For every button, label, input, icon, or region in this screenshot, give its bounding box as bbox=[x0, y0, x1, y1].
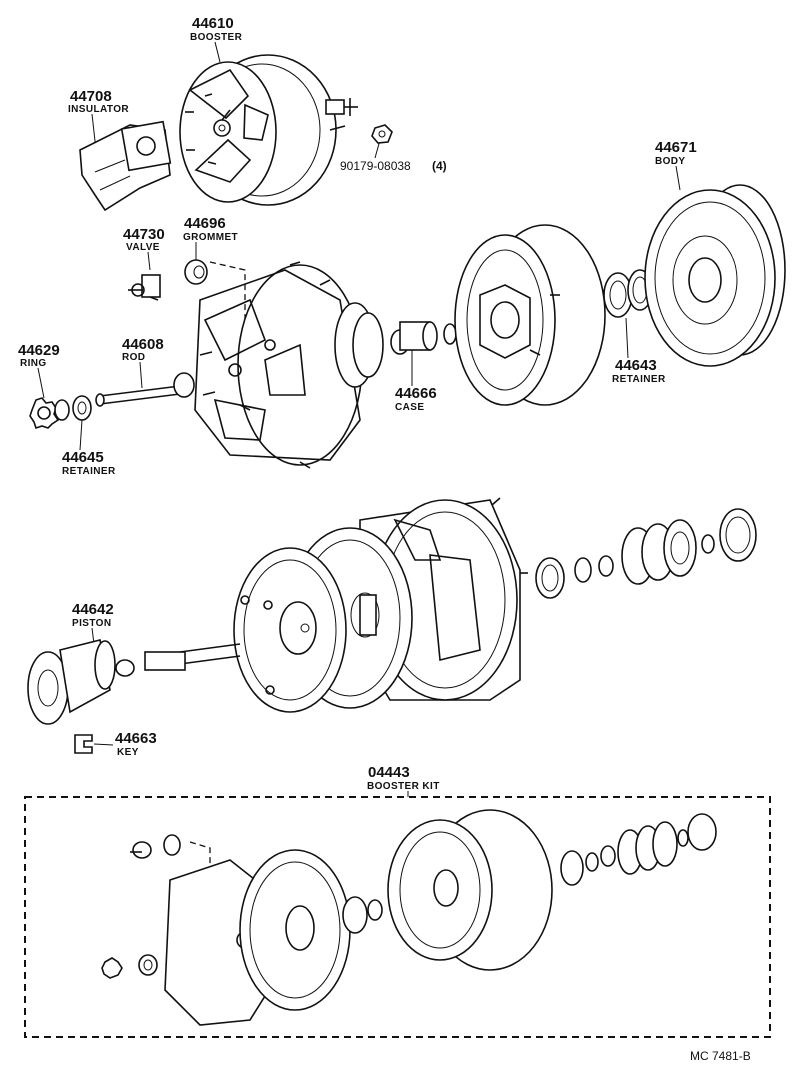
retainer-lower-part bbox=[54, 395, 92, 421]
svg-text:44671: 44671 bbox=[655, 139, 697, 156]
label-retainer-lower: 44645 RETAINER bbox=[62, 449, 116, 477]
label-key: 44663 KEY bbox=[115, 730, 157, 758]
svg-text:RETAINER: RETAINER bbox=[62, 466, 116, 477]
svg-text:04443: 04443 bbox=[368, 764, 410, 781]
piston-rod-assembly bbox=[115, 643, 241, 677]
label-nut: 90179-08038 (4) bbox=[340, 159, 447, 173]
insulator-part bbox=[79, 120, 172, 212]
label-kit: 04443 BOOSTER KIT bbox=[367, 764, 440, 792]
svg-text:VALVE: VALVE bbox=[126, 242, 160, 253]
figure-code: MC 7481-B bbox=[690, 1049, 751, 1063]
piston-part bbox=[27, 639, 116, 725]
svg-text:BOOSTER: BOOSTER bbox=[190, 32, 243, 43]
label-ring: 44629 RING bbox=[18, 342, 60, 369]
label-rod: 44608 ROD bbox=[122, 336, 164, 363]
grommet-part bbox=[184, 259, 208, 285]
svg-text:CASE: CASE bbox=[395, 402, 424, 413]
svg-text:BODY: BODY bbox=[655, 156, 686, 167]
svg-text:GROMMET: GROMMET bbox=[183, 232, 238, 243]
svg-text:(4): (4) bbox=[432, 159, 447, 173]
kit-contents bbox=[101, 809, 717, 1026]
svg-text:INSULATOR: INSULATOR bbox=[68, 104, 129, 115]
label-case: 44666 CASE bbox=[395, 385, 437, 413]
label-piston: 44642 PISTON bbox=[72, 601, 114, 629]
svg-text:44708: 44708 bbox=[70, 88, 112, 105]
svg-text:44642: 44642 bbox=[72, 601, 114, 618]
ring-part bbox=[29, 397, 60, 430]
svg-text:44663: 44663 bbox=[115, 730, 157, 747]
label-valve: 44730 VALVE bbox=[123, 226, 165, 253]
svg-text:PISTON: PISTON bbox=[72, 618, 111, 629]
svg-text:90179-08038: 90179-08038 bbox=[340, 159, 411, 173]
svg-text:BOOSTER KIT: BOOSTER KIT bbox=[367, 781, 440, 792]
svg-text:ROD: ROD bbox=[122, 352, 145, 363]
diaphragm-plate bbox=[454, 224, 606, 406]
svg-text:44696: 44696 bbox=[184, 215, 226, 232]
label-body: 44671 BODY bbox=[655, 139, 697, 167]
svg-text:RING: RING bbox=[20, 358, 47, 369]
svg-text:RETAINER: RETAINER bbox=[612, 374, 666, 385]
label-grommet: 44696 GROMMET bbox=[183, 215, 238, 243]
svg-text:44666: 44666 bbox=[395, 385, 437, 402]
svg-text:44608: 44608 bbox=[122, 336, 164, 353]
label-retainer-upper: 44643 RETAINER bbox=[612, 357, 666, 385]
nut-part bbox=[371, 124, 393, 144]
svg-text:KEY: KEY bbox=[117, 747, 139, 758]
key-part bbox=[74, 734, 93, 754]
svg-text:44643: 44643 bbox=[615, 357, 657, 374]
body-part bbox=[644, 184, 786, 367]
svg-text:44610: 44610 bbox=[192, 15, 234, 32]
svg-text:44645: 44645 bbox=[62, 449, 104, 466]
kit-box bbox=[24, 796, 771, 1038]
svg-text:44629: 44629 bbox=[18, 342, 60, 359]
rod-part bbox=[95, 372, 195, 407]
front-shell bbox=[194, 261, 363, 469]
svg-text:44730: 44730 bbox=[123, 226, 165, 243]
plate-rear bbox=[233, 547, 347, 713]
case-part bbox=[334, 302, 457, 388]
label-booster: 44610 BOOSTER bbox=[190, 15, 243, 43]
seal-set-upper bbox=[535, 508, 757, 599]
label-insulator: 44708 INSULATOR bbox=[68, 88, 129, 115]
booster-assembly bbox=[179, 54, 358, 206]
valve-part bbox=[128, 274, 161, 301]
